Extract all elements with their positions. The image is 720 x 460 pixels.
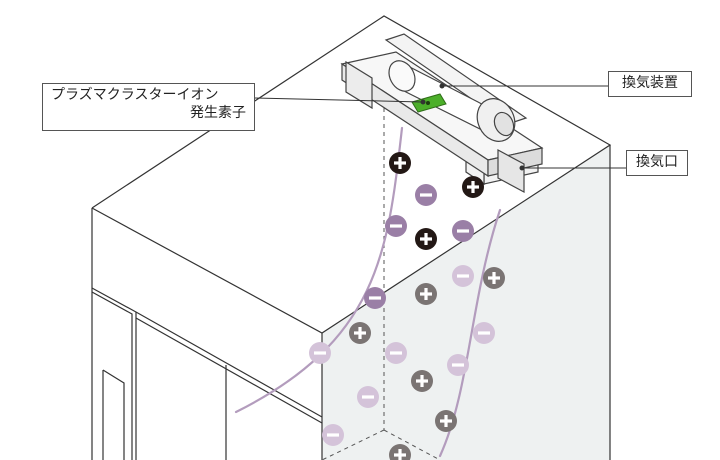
plasma-ion-label: プラズマクラスターイオン 発生素子: [42, 83, 255, 131]
ventilation-port-label: 換気口: [626, 150, 688, 176]
positive-ion-icon: [462, 176, 484, 198]
negative-ion-icon: [447, 354, 469, 376]
positive-ion-icon: [415, 228, 437, 250]
positive-ion-icon: [483, 267, 505, 289]
cabinet-glass-face: [322, 145, 610, 460]
plasma-ion-element: [411, 93, 447, 113]
plasma-ion-label-line2: 発生素子: [190, 104, 246, 121]
negative-ion-icon: [473, 322, 495, 344]
negative-ion-icon: [452, 265, 474, 287]
negative-ion-icon: [322, 424, 344, 446]
ion-layer: [309, 152, 505, 460]
negative-ion-icon: [357, 386, 379, 408]
positive-ion-icon: [389, 152, 411, 174]
positive-ion-icon: [389, 444, 411, 460]
positive-ion-icon: [415, 283, 437, 305]
negative-ion-icon: [385, 215, 407, 237]
negative-ion-icon: [452, 220, 474, 242]
negative-ion-icon: [309, 342, 331, 364]
positive-ion-icon: [435, 410, 457, 432]
positive-ion-icon: [349, 322, 371, 344]
negative-ion-icon: [415, 184, 437, 206]
negative-ion-icon: [364, 287, 386, 309]
plasma-ion-label-line1: プラズマクラスターイオン: [51, 87, 219, 103]
leader-lines: [254, 83, 626, 171]
negative-ion-icon: [385, 342, 407, 364]
cabinet-outline: [91, 15, 612, 460]
ventilation-device: [340, 33, 544, 194]
ventilation-fan-label: 換気装置: [608, 71, 692, 97]
positive-ion-icon: [411, 370, 433, 392]
